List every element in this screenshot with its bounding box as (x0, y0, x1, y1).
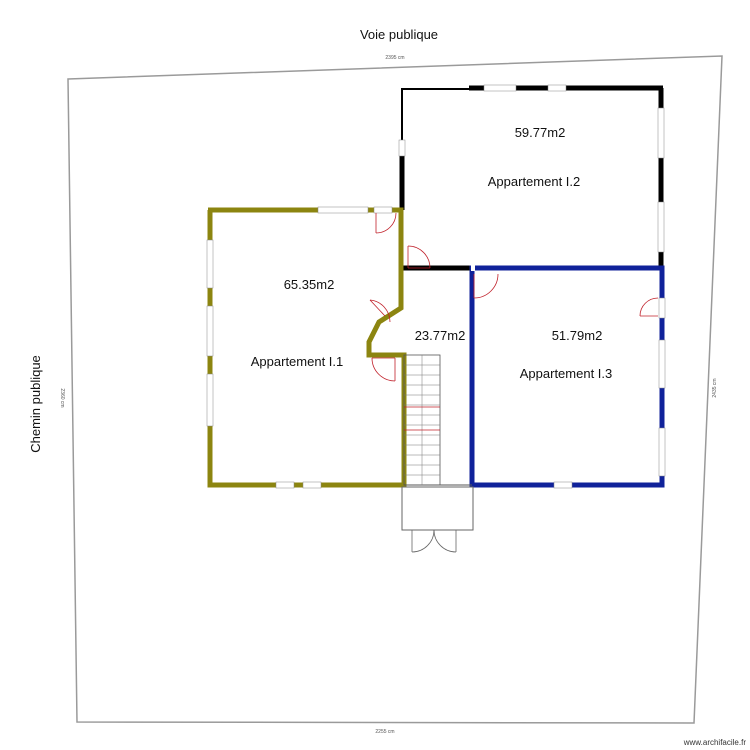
room-name-apt3: Appartement I.3 (520, 366, 613, 381)
apartment-3-walls (469, 265, 666, 489)
room-area-apt2: 59.77m2 (515, 125, 566, 140)
road-left-label: Chemin publique (28, 355, 43, 453)
room-area-apt1: 65.35m2 (284, 277, 335, 292)
plot-boundary (67, 55, 723, 724)
entrance-double-door (411, 529, 457, 553)
door-apt1-middle (369, 299, 391, 323)
room-name-apt1: Appartement I.1 (251, 354, 344, 369)
apartment-1-walls (206, 206, 407, 489)
road-top-label: Voie publique (360, 27, 438, 42)
door-stair (404, 406, 440, 431)
dimension-bottom: 2255 cm (375, 729, 394, 735)
dimension-left: 2360 cm (59, 388, 65, 407)
stair-hall (401, 354, 474, 531)
door-apt3-right (639, 297, 659, 317)
room-area-hall: 23.77m2 (415, 328, 466, 343)
dimension-top: 2395 cm (385, 55, 404, 61)
door-apt1-lower (371, 357, 396, 382)
room-area-apt3: 51.79m2 (552, 328, 603, 343)
room-name-apt2: Appartement I.2 (488, 174, 581, 189)
watermark: www.archifacile.fr (683, 738, 747, 747)
door-apt3 (473, 273, 499, 299)
door-apt1-top (375, 212, 397, 234)
dimension-right: 2435 cm (712, 378, 718, 397)
door-hall-left (407, 245, 431, 269)
